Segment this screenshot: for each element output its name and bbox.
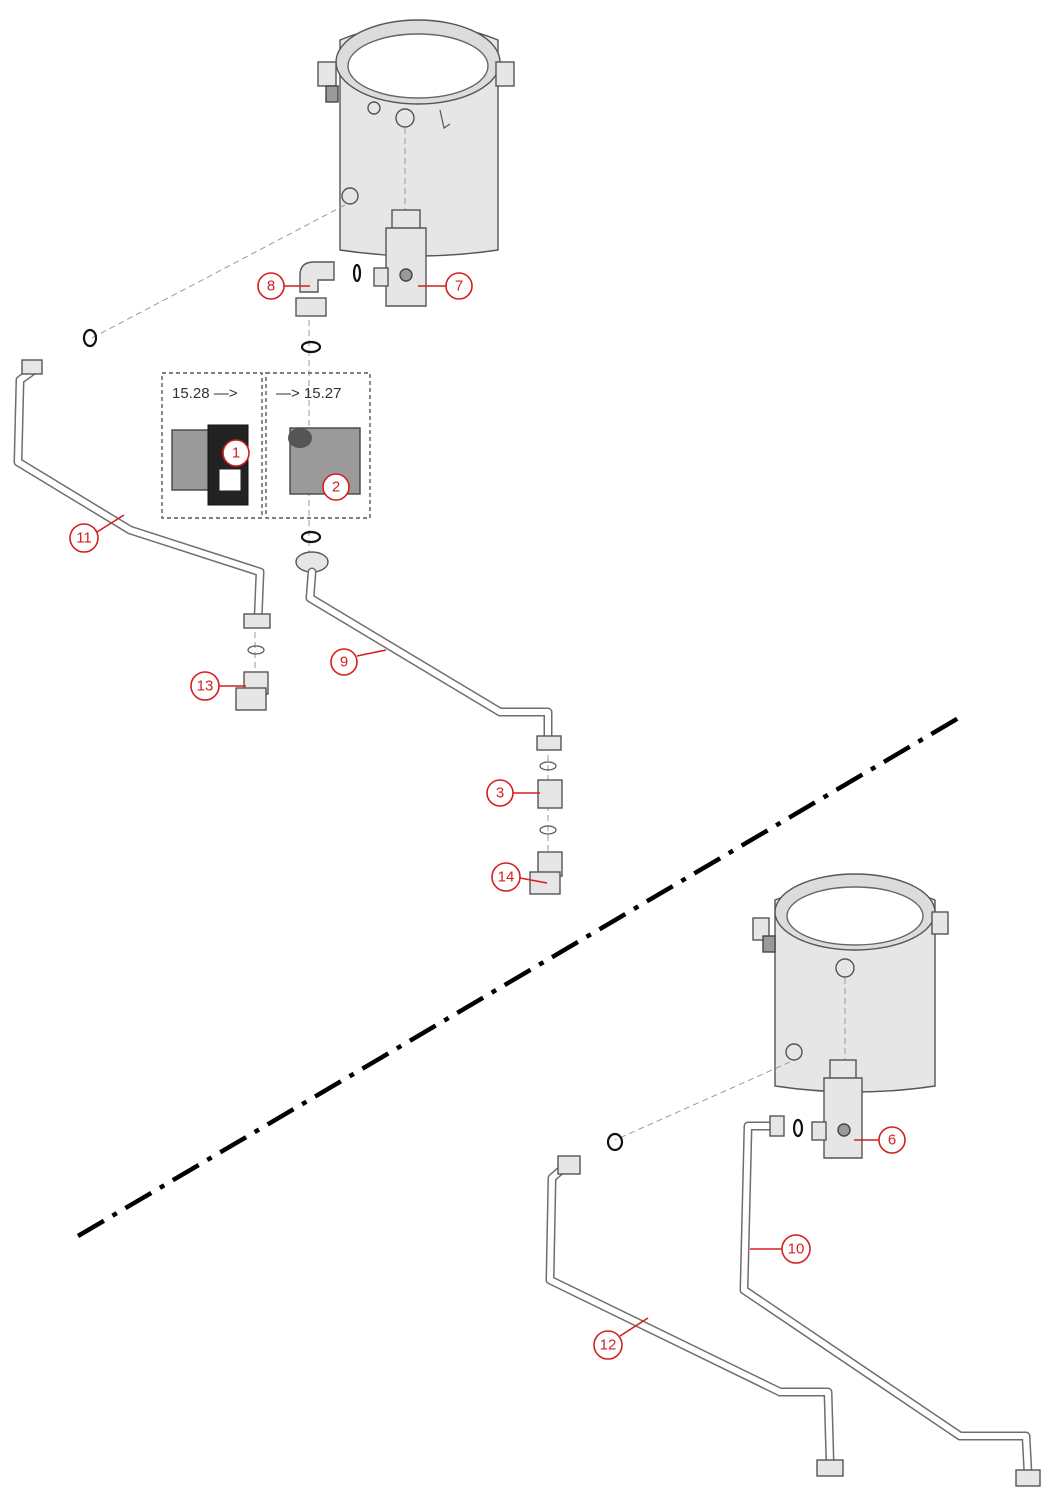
o-ring: [82, 328, 98, 348]
dash-guide: [614, 1061, 791, 1141]
o-ring: [352, 263, 362, 283]
o-ring: [792, 1118, 804, 1138]
svg-text:14: 14: [498, 869, 515, 886]
svg-text:12: 12: [600, 1337, 617, 1354]
callout-12: 12: [593, 1317, 649, 1360]
o-ring: [606, 1132, 624, 1152]
pump-1: [171, 424, 249, 506]
valve-body: [373, 209, 427, 307]
svg-text:10: 10: [788, 1241, 805, 1258]
section-divider: [76, 714, 964, 1238]
pipe-9: [295, 551, 562, 751]
callout-8: 8: [257, 272, 310, 300]
svg-text:11: 11: [76, 530, 92, 547]
svg-text:1: 1: [232, 445, 240, 462]
fitting-14: [529, 851, 563, 895]
pipe-10: [739, 1115, 1041, 1487]
valve-body-bottom: [811, 1059, 863, 1159]
callout-7: 7: [418, 272, 473, 300]
callout-1: 1: [222, 439, 250, 467]
callout-3: 3: [486, 779, 540, 807]
callout-11: 11: [69, 514, 125, 553]
pipe-12: [545, 1155, 844, 1477]
fitting-13: [235, 645, 269, 711]
pipe-11: [13, 359, 271, 629]
svg-text:8: 8: [267, 278, 275, 295]
svg-text:13: 13: [197, 678, 214, 695]
ref-left: 15.28 —>: [172, 385, 238, 402]
svg-text:2: 2: [332, 479, 340, 496]
svg-text:9: 9: [340, 654, 348, 671]
o-ring: [300, 530, 322, 544]
svg-text:6: 6: [888, 1132, 896, 1149]
callout-14: 14: [491, 862, 548, 892]
fitting-3: [537, 761, 563, 835]
pump-option-box-left: [161, 372, 263, 519]
o-ring: [300, 340, 322, 354]
callout-13: 13: [190, 671, 246, 701]
heat-exchanger-bottom: [752, 873, 949, 1093]
pump-option-box-right: [265, 372, 371, 519]
svg-text:7: 7: [455, 278, 463, 295]
dash-guide: [87, 204, 346, 341]
callout-2: 2: [322, 473, 350, 501]
callout-6: 6: [854, 1126, 906, 1154]
callout-9: 9: [330, 648, 387, 676]
callout-10: 10: [750, 1234, 811, 1264]
elbow-fitting: [295, 261, 335, 317]
ref-right: —> 15.27: [276, 385, 341, 402]
heat-exchanger-top: [317, 19, 515, 257]
svg-text:3: 3: [496, 785, 504, 802]
